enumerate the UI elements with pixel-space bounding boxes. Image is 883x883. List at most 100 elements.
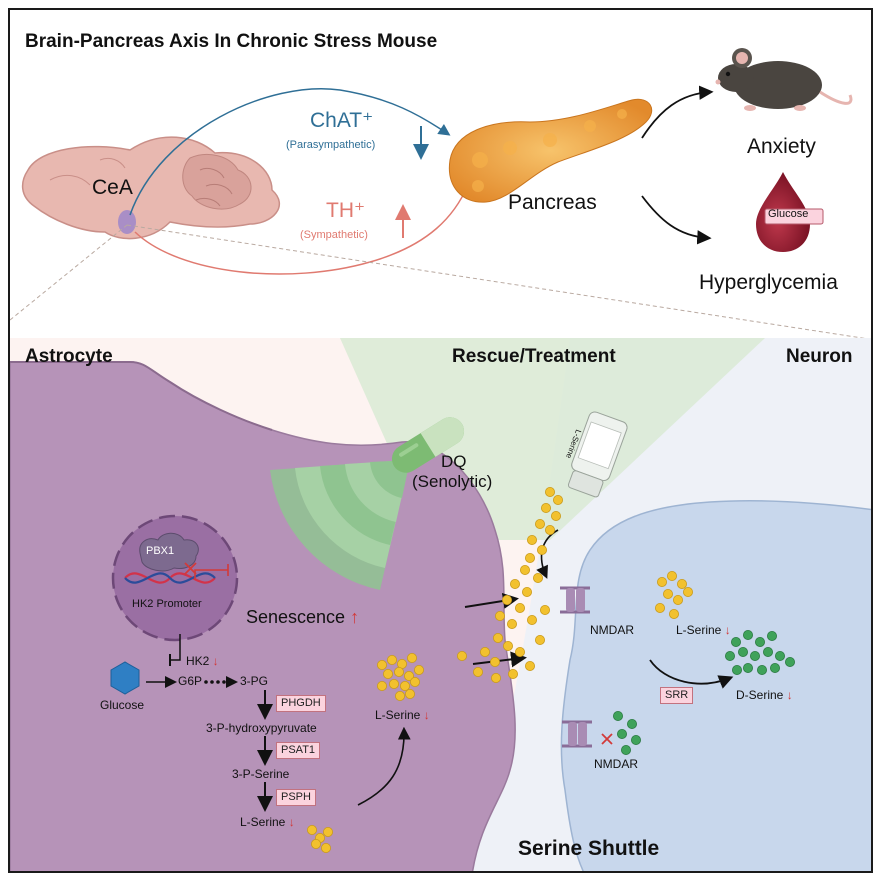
d-serine-molecule	[617, 729, 628, 740]
th-sub-label: (Sympathetic)	[300, 229, 368, 241]
l-serine-molecule	[502, 641, 513, 652]
l-serine-molecule	[456, 651, 467, 662]
d-serine-molecule	[755, 637, 766, 648]
sympathetic-arrow	[134, 182, 470, 275]
neuron-cell	[560, 499, 871, 871]
l-serine-molecule	[525, 553, 536, 564]
d-serine-molecule	[785, 657, 796, 668]
l-serine-molecule	[310, 839, 321, 850]
d-serine-molecule	[743, 663, 754, 674]
l-serine-molecule	[673, 595, 684, 606]
l-serine-molecule	[376, 660, 387, 671]
3pg-label: 3-PG	[240, 674, 269, 688]
l-serine-molecule	[382, 669, 393, 680]
l-serine-molecule	[535, 518, 546, 529]
pancreas-label: Pancreas	[508, 191, 597, 214]
l-serine-molecule	[320, 843, 331, 854]
hyperglycemia-label: Hyperglycemia	[699, 271, 838, 294]
l-serine-molecule	[657, 577, 668, 588]
hk2-promoter-label: HK2 Promoter	[132, 598, 202, 610]
parasympathetic-arrow	[129, 88, 451, 216]
dna-icon	[124, 572, 216, 584]
l-serine-mid-label: L-Serine ↓	[375, 708, 430, 722]
serine-molecules	[306, 486, 796, 854]
pbx1-protein	[139, 532, 199, 572]
l-serine-molecule	[509, 579, 520, 590]
l-serine-molecule	[322, 827, 333, 838]
bottom-panel	[10, 338, 871, 871]
l-serine-molecule	[489, 657, 500, 668]
dq-capsule-icon	[391, 417, 465, 473]
l-serine-molecule	[506, 619, 517, 630]
l-serine-bottle-icon	[567, 411, 628, 498]
rescue-heading: Rescue/Treatment	[452, 346, 616, 367]
astrocyte-heading: Astrocyte	[25, 346, 113, 367]
l-serine-molecule	[394, 691, 405, 702]
hk2-label: HK2 ↓	[186, 654, 219, 668]
psph-enzyme: PSPH	[276, 789, 316, 806]
glucose-tag: Glucose	[768, 208, 809, 220]
glucose-label: Glucose	[100, 698, 145, 712]
l-serine-molecule	[551, 510, 562, 521]
phgdh-enzyme: PHGDH	[276, 695, 326, 712]
d-serine-molecule	[631, 735, 642, 746]
d-serine-molecule	[763, 647, 774, 658]
dq-label: DQ	[441, 452, 467, 471]
d-serine-molecule	[757, 665, 768, 676]
l-serine-molecule	[519, 565, 530, 576]
chat-label: ChAT⁺	[310, 109, 374, 132]
d-serine-molecule	[767, 631, 778, 642]
l-serine-molecule	[388, 679, 399, 690]
l-serine-molecule	[386, 655, 397, 666]
d-serine-label: D-Serine ↓	[736, 688, 793, 702]
nmdar-receptor-icon	[560, 586, 590, 614]
l-serine-molecule	[533, 573, 544, 584]
d-serine-molecule	[732, 665, 743, 676]
l-serine-molecule	[527, 535, 538, 546]
th-label: TH⁺	[326, 199, 366, 222]
l-serine-molecule	[683, 587, 694, 598]
figure-title: Brain-Pancreas Axis In Chronic Stress Mo…	[25, 31, 438, 52]
l-serine-molecule	[472, 667, 483, 678]
3p-serine-label: 3-P-Serine	[232, 767, 290, 781]
hydroxypyruvate-label: 3-P-hydroxypyruvate	[206, 721, 317, 735]
l-serine-molecule	[490, 673, 501, 684]
l-serine-neuron-label: L-Serine ↓	[676, 623, 731, 637]
cea-nucleus	[118, 210, 136, 234]
pancreas-icon	[448, 98, 653, 203]
glucose-hexagon-icon	[110, 661, 140, 695]
l-serine-molecule	[522, 587, 533, 598]
d-serine-molecule	[770, 663, 781, 674]
l-serine-molecule	[492, 633, 503, 644]
l-serine-molecule	[376, 681, 387, 692]
l-serine-molecule	[404, 689, 415, 700]
anxiety-label: Anxiety	[747, 135, 816, 158]
l-serine-molecule	[537, 545, 548, 556]
d-serine-molecule	[731, 637, 742, 648]
srr-enzyme: SRR	[660, 687, 694, 704]
d-serine-molecule	[621, 745, 632, 756]
l-serine-molecule	[393, 667, 404, 678]
anxiety-arrow	[641, 85, 714, 139]
l-serine-molecule	[540, 605, 551, 616]
l-serine-molecule	[403, 671, 414, 682]
d-serine-molecule	[743, 630, 754, 641]
zoom-line-right	[126, 224, 871, 340]
l-serine-molecule	[399, 681, 410, 692]
g6p-label: G6P	[178, 674, 203, 688]
l-serine-molecule	[663, 589, 674, 600]
l-serine-molecule	[514, 603, 525, 614]
d-serine-molecule	[738, 647, 749, 658]
d-serine-molecule	[725, 651, 736, 662]
l-serine-left-label: L-Serine ↓	[240, 815, 295, 829]
top-panel	[21, 48, 853, 275]
pbx1-label: PBX1	[146, 545, 175, 557]
brain-icon	[21, 136, 280, 240]
l-serine-molecule	[413, 665, 424, 676]
l-serine-molecule	[479, 647, 490, 658]
l-serine-molecule	[655, 603, 666, 614]
l-serine-molecule	[541, 502, 552, 513]
senolytic-rings	[270, 460, 410, 590]
nmdar-top-label: NMDAR	[590, 623, 634, 637]
neuron-heading: Neuron	[786, 346, 853, 367]
